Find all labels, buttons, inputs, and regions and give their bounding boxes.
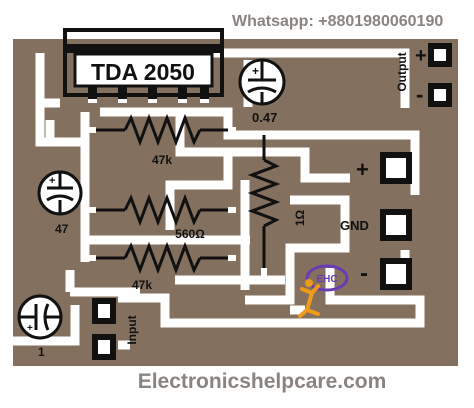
chip-label: TDA 2050: [91, 59, 195, 85]
resistor-r2: [92, 193, 230, 227]
output-capacitor: +: [238, 58, 286, 106]
input-capacitor: +: [17, 294, 63, 340]
output-minus-sign: -: [416, 82, 423, 107]
whatsapp-watermark: Whatsapp: +8801980060190: [232, 13, 443, 30]
svg-text:+: +: [49, 175, 55, 187]
output-terminal-plus: [428, 43, 452, 67]
output-plus-sign: +: [415, 45, 427, 67]
ehc-logo: EHC: [298, 264, 349, 318]
output-label: Output: [395, 52, 409, 91]
output-capacitor-label: 0.47: [252, 110, 277, 125]
resistor-r1-label: 47k: [152, 153, 172, 167]
input-label: Input: [125, 315, 139, 344]
resistor-1ohm: [247, 135, 281, 272]
power-plus-sign: +: [356, 157, 369, 182]
power-terminal-gnd: [380, 209, 412, 241]
input-terminal-signal: [92, 298, 116, 324]
power-minus-sign: -: [360, 260, 368, 287]
tda2050-chip: [63, 28, 224, 103]
resistor-r2-label: 560Ω: [175, 227, 205, 241]
resistor-1ohm-label: 1Ω: [293, 209, 307, 226]
logo-text: EHC: [316, 274, 337, 285]
resistor-r3-label: 47k: [132, 278, 152, 292]
svg-text:+: +: [252, 64, 259, 78]
resistor-r1: [92, 113, 230, 147]
output-terminal-minus: [428, 83, 452, 107]
site-watermark: Electronicshelpcare.com: [138, 370, 387, 393]
power-terminal-plus: [380, 152, 412, 184]
input-terminal-ground: [92, 334, 116, 360]
input-capacitor-label: 1: [38, 345, 45, 359]
capacitor-47: +: [37, 170, 83, 216]
gnd-label: GND: [340, 218, 369, 233]
power-terminal-minus: [380, 258, 412, 290]
resistor-r3: [92, 241, 230, 275]
capacitor-47-label: 47: [55, 222, 69, 236]
svg-text:+: +: [27, 323, 33, 334]
